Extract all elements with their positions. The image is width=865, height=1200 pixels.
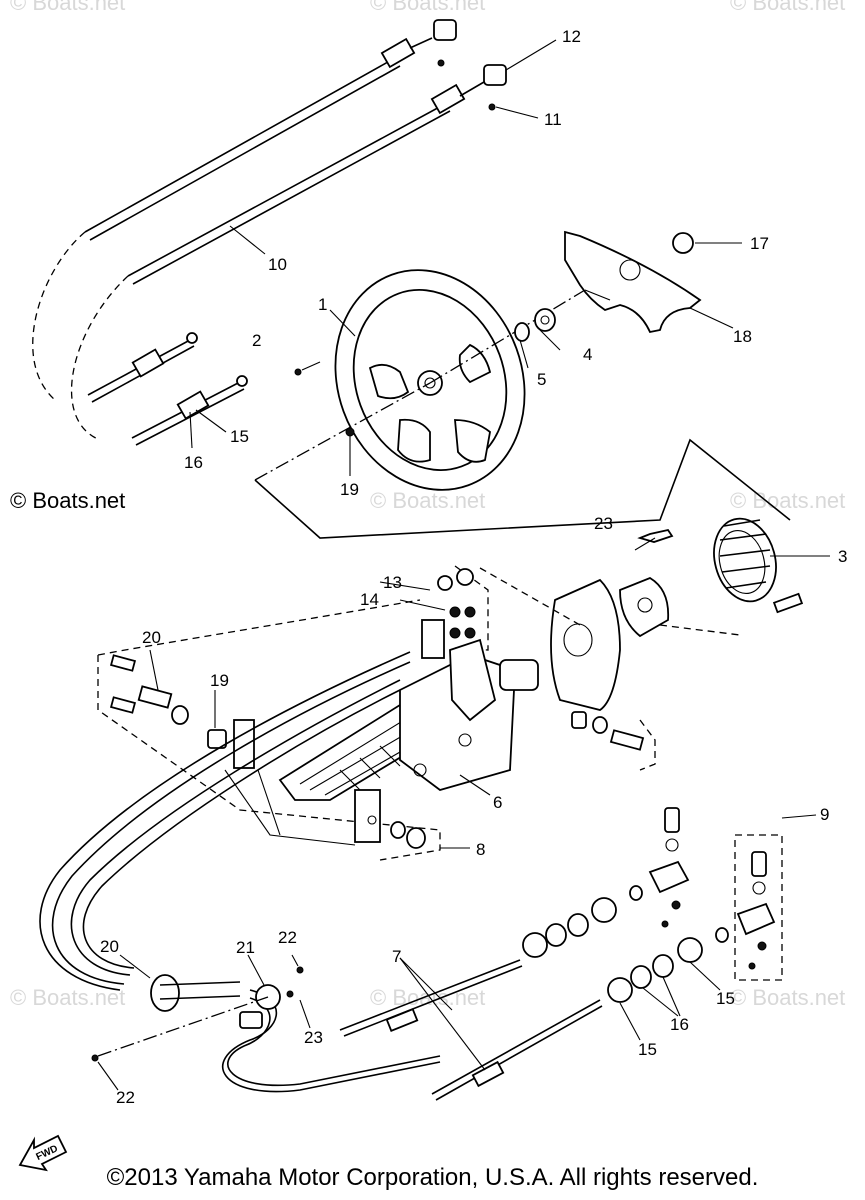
- washer-stack-lower: [607, 927, 729, 1003]
- fwd-arrow-icon: FWD: [18, 1134, 68, 1172]
- watermark-top-right: © Boats.net: [730, 0, 845, 15]
- screw-2: [294, 368, 302, 376]
- cable-joint-upper: [648, 807, 690, 928]
- mounting-plate: [550, 578, 621, 711]
- watermark-mid-left: © Boats.net: [10, 488, 125, 513]
- steering-bracket: [278, 638, 539, 801]
- bearing-flange: [619, 576, 670, 638]
- callout-3: 3: [838, 547, 847, 566]
- watermark-top-center: © Boats.net: [370, 0, 485, 15]
- watermark-low-left: © Boats.net: [10, 985, 125, 1010]
- callout-15-low: 15: [638, 1040, 657, 1059]
- washer-stack-upper: [522, 885, 643, 958]
- callout-12: 12: [562, 27, 581, 46]
- copyright-notice: ©2013 Yamaha Motor Corporation, U.S.A. A…: [106, 1164, 759, 1191]
- callout-15-right: 15: [716, 989, 735, 1008]
- washer-23-lower: [286, 990, 294, 998]
- hardware-left: [109, 654, 227, 749]
- nut-4: [534, 308, 556, 332]
- callout-4: 4: [583, 345, 592, 364]
- watermark-low-center: © Boats.net: [370, 985, 485, 1010]
- callout-22-lower: 22: [116, 1088, 135, 1107]
- callout-20-mid: 20: [142, 628, 161, 647]
- callout-15-top: 15: [230, 427, 249, 446]
- callout-16-top: 16: [184, 453, 203, 472]
- hardware-box-8: [97, 599, 441, 861]
- callout-9: 9: [820, 805, 829, 824]
- callout-7: 7: [392, 947, 401, 966]
- bolt-23-top: [637, 528, 674, 543]
- callout-19-top: 19: [340, 480, 359, 499]
- steering-cover: [564, 230, 702, 334]
- callout-19-mid: 19: [210, 671, 229, 690]
- watermark-mid-right: © Boats.net: [730, 488, 845, 513]
- leader-lines-lower: [97, 581, 817, 1091]
- callout-20-low: 20: [100, 937, 119, 956]
- callout-13: 13: [383, 573, 402, 592]
- throttle-cable-upper: [32, 19, 507, 441]
- callout-22-upper: 22: [278, 928, 297, 947]
- callout-21: 21: [236, 938, 255, 957]
- callout-14: 14: [360, 590, 379, 609]
- wheel-axis-line-lower: [254, 382, 431, 481]
- leader-lines-top: [189, 39, 742, 476]
- cable-holder-20: [150, 974, 241, 1012]
- callout-10: 10: [268, 255, 287, 274]
- hardware-box-9: [734, 834, 783, 981]
- callout-8: 8: [476, 840, 485, 859]
- mounting-plane-outline: [254, 438, 791, 539]
- callout-17: 17: [750, 234, 769, 253]
- watermark-low-right: © Boats.net: [730, 985, 845, 1010]
- callout-16-low: 16: [670, 1015, 689, 1034]
- callout-18: 18: [733, 327, 752, 346]
- pivot-block-upper: [421, 619, 445, 659]
- hardware-box-right: [639, 719, 656, 771]
- steering-wheel: [334, 269, 526, 491]
- callout-23-low: 23: [304, 1028, 323, 1047]
- pivot-block-left: [233, 719, 255, 769]
- callout-5: 5: [537, 370, 546, 389]
- pivot-block-lower: [354, 789, 381, 843]
- screw-22-lower: [91, 1054, 99, 1062]
- housing-3: [713, 517, 777, 603]
- control-cables: [39, 651, 603, 1101]
- callout-2: 2: [252, 331, 261, 350]
- washer-5: [514, 322, 530, 342]
- watermark-top-left: © Boats.net: [10, 0, 125, 15]
- watermark-mid-center: © Boats.net: [370, 488, 485, 513]
- pin-19-upper: [345, 427, 355, 437]
- callout-11: 11: [544, 110, 562, 129]
- hardware-guides: [479, 567, 741, 636]
- callout-1: 1: [318, 295, 327, 314]
- wheel-axis-line: [429, 289, 586, 384]
- throttle-cable-lower-ends: [87, 332, 248, 446]
- callout-numbers: 12 11 10 17 18 1 2 4 5 15 16 19 23 3 13 …: [100, 27, 847, 1107]
- bolt-3-side: [772, 592, 804, 614]
- screw-22-upper: [296, 966, 304, 974]
- clamp-21-base: [239, 1011, 263, 1029]
- hardware-right: [571, 711, 645, 751]
- callout-6: 6: [493, 793, 502, 812]
- cap-17: [672, 232, 694, 254]
- hardware-13-14: [437, 568, 476, 639]
- callout-23-top: 23: [594, 514, 613, 533]
- cable-joint-lower: [736, 851, 776, 970]
